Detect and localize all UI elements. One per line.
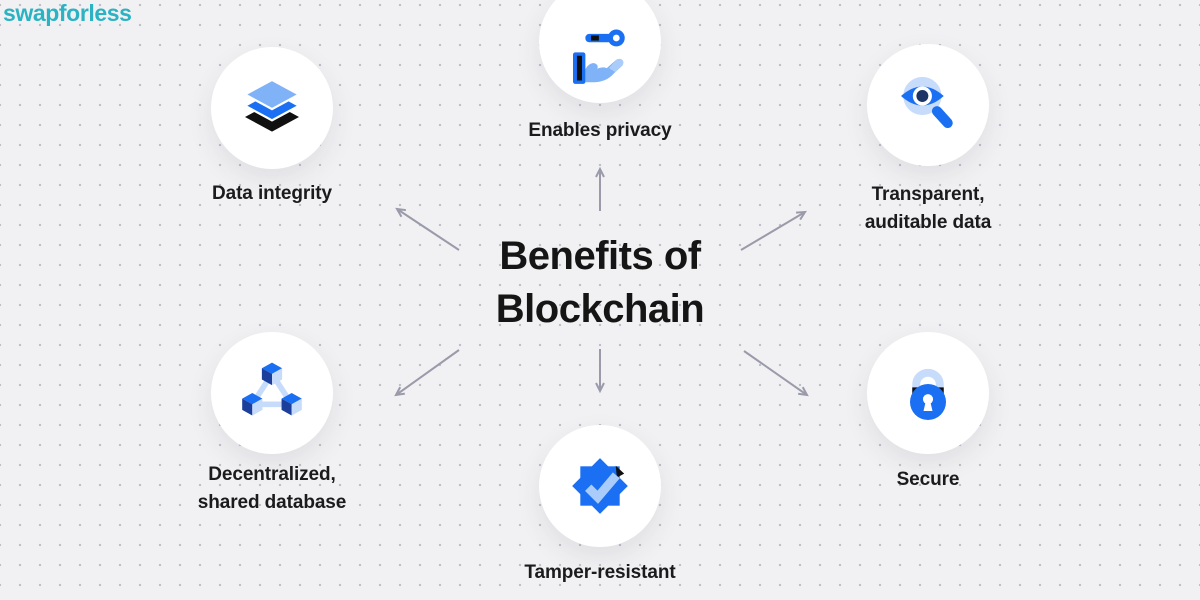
arrow-down-right: [743, 350, 809, 397]
icon-circle: [539, 425, 661, 547]
icon-circle: [539, 0, 661, 103]
benefit-label: Decentralized, shared database: [197, 464, 347, 513]
benefit-label: Secure: [896, 469, 960, 490]
icon-circle: [867, 332, 989, 454]
verified-badge-check-icon: [572, 458, 628, 514]
icon-circle: [211, 332, 333, 454]
page-title: Benefits of Blockchain: [400, 230, 800, 336]
eye-magnifier-icon: [901, 76, 953, 129]
key-in-hand-icon: [573, 29, 625, 84]
benefit-label: Tamper-resistant: [524, 562, 676, 583]
benefit-label: Data integrity: [211, 183, 332, 204]
linked-cubes-icon: [242, 362, 302, 416]
arrow-down-left: [394, 349, 460, 397]
icon-circle: [211, 47, 333, 169]
page-title-line2: Blockchain: [495, 287, 705, 331]
benefit-label: Enables privacy: [528, 120, 672, 141]
brand-logo: swapforless: [3, 0, 132, 26]
page-title-line1: Benefits of: [499, 234, 701, 278]
icon-circle: [867, 44, 989, 166]
benefit-label: Transparent, auditable data: [864, 184, 992, 233]
padlock-icon: [910, 368, 946, 420]
layers-stack-icon: [242, 78, 302, 132]
